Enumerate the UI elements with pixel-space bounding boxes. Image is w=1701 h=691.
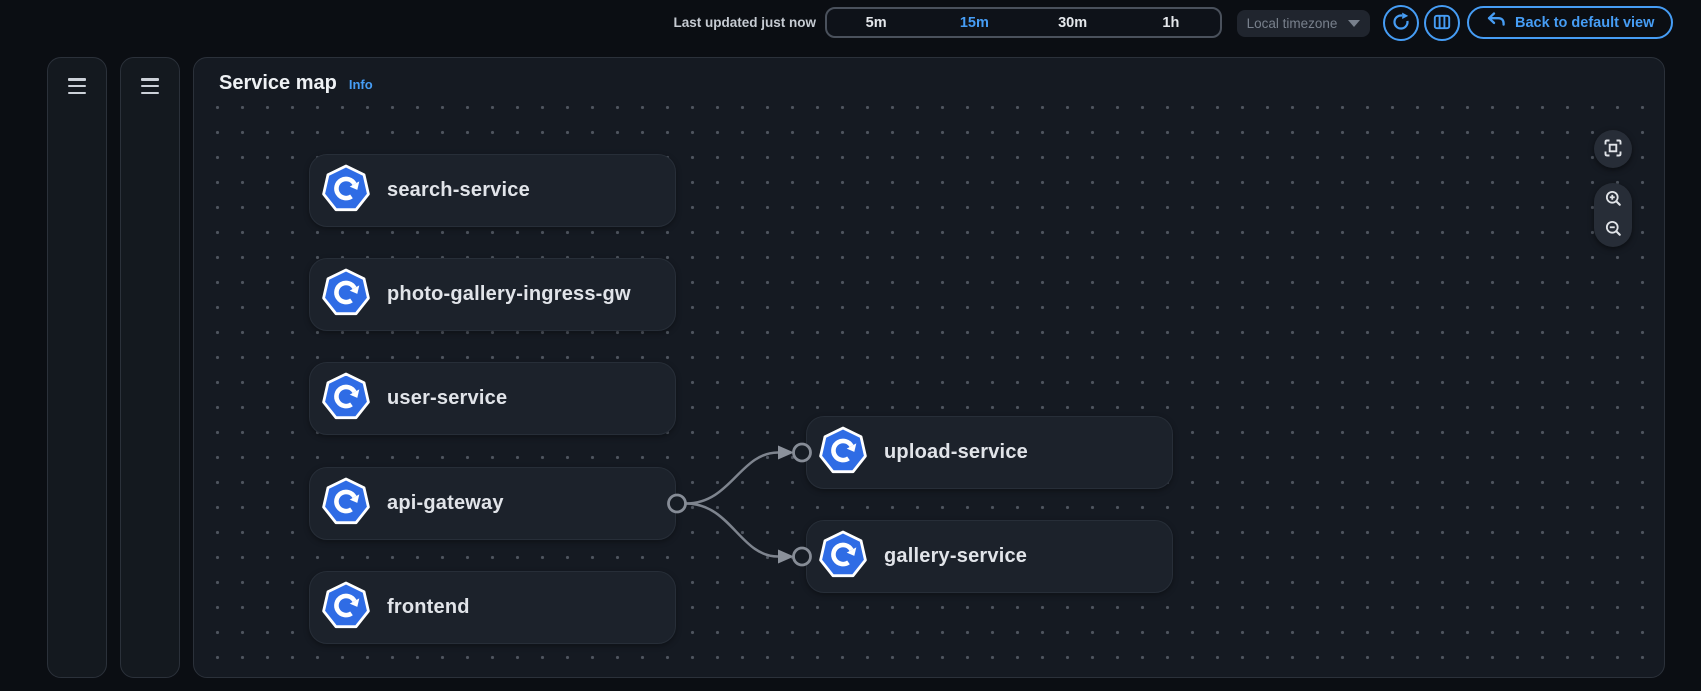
map-legend-button[interactable]	[1424, 5, 1460, 41]
panel-header: Service map Info	[219, 72, 373, 95]
refresh-icon	[1391, 12, 1411, 35]
map-icon	[1432, 12, 1452, 35]
service-node-search-service[interactable]: search-service	[309, 154, 676, 227]
kubernetes-service-icon	[321, 163, 371, 218]
hamburger-menu-icon[interactable]	[141, 78, 159, 94]
service-node-label: gallery-service	[884, 545, 1028, 567]
time-range-15m[interactable]: 15m	[925, 9, 1023, 36]
service-node-photo-gallery-ingress-gw[interactable]: photo-gallery-ingress-gw	[309, 258, 676, 331]
kubernetes-service-icon	[321, 580, 371, 635]
chevron-down-icon	[1348, 20, 1361, 27]
zoom-out-button[interactable]	[1598, 217, 1628, 243]
kubernetes-service-icon	[321, 476, 371, 531]
timezone-dropdown[interactable]: Local timezone	[1237, 10, 1370, 37]
time-range-30m[interactable]: 30m	[1024, 9, 1122, 36]
info-link[interactable]: Info	[348, 77, 373, 92]
service-node-api-gateway[interactable]: api-gateway	[309, 467, 676, 540]
kubernetes-service-icon	[818, 425, 868, 480]
service-node-upload-service[interactable]: upload-service	[806, 416, 1173, 489]
last-updated-text: Last updated just now	[673, 15, 816, 30]
back-to-default-view-button[interactable]: Back to default view	[1467, 6, 1674, 39]
service-node-label: api-gateway	[387, 492, 504, 514]
service-map-panel: Service map Info search-service photo-gal…	[193, 57, 1665, 678]
zoom-in-button[interactable]	[1598, 187, 1628, 213]
undo-arrow-icon	[1486, 12, 1506, 33]
zoom-in-icon	[1604, 189, 1623, 211]
nodes-layer: search-service photo-gallery-ingress-gw us…	[194, 58, 1664, 677]
kubernetes-service-icon	[321, 371, 371, 426]
time-range-1h[interactable]: 1h	[1122, 9, 1220, 36]
kubernetes-service-icon	[321, 267, 371, 322]
collapsed-sidebar-tools	[120, 57, 180, 678]
service-node-label: frontend	[387, 596, 470, 618]
service-node-label: upload-service	[884, 441, 1028, 463]
service-node-label: photo-gallery-ingress-gw	[387, 283, 631, 305]
service-node-label: search-service	[387, 179, 530, 201]
refresh-button[interactable]	[1383, 5, 1419, 41]
service-node-user-service[interactable]: user-service	[309, 362, 676, 435]
back-button-label: Back to default view	[1515, 14, 1655, 31]
collapsed-sidebar-navigation	[47, 57, 107, 678]
service-node-frontend[interactable]: frontend	[309, 571, 676, 644]
zoom-out-icon	[1604, 219, 1623, 241]
service-node-gallery-service[interactable]: gallery-service	[806, 520, 1173, 593]
kubernetes-service-icon	[818, 529, 868, 584]
zoom-controls	[1594, 183, 1632, 247]
fit-to-screen-icon	[1603, 138, 1623, 161]
page-title: Service map	[219, 72, 337, 94]
hamburger-menu-icon[interactable]	[68, 78, 86, 94]
service-node-label: user-service	[387, 387, 508, 409]
timezone-label: Local timezone	[1246, 16, 1338, 31]
fit-to-screen-button[interactable]	[1594, 130, 1632, 168]
time-range-5m[interactable]: 5m	[827, 9, 925, 36]
